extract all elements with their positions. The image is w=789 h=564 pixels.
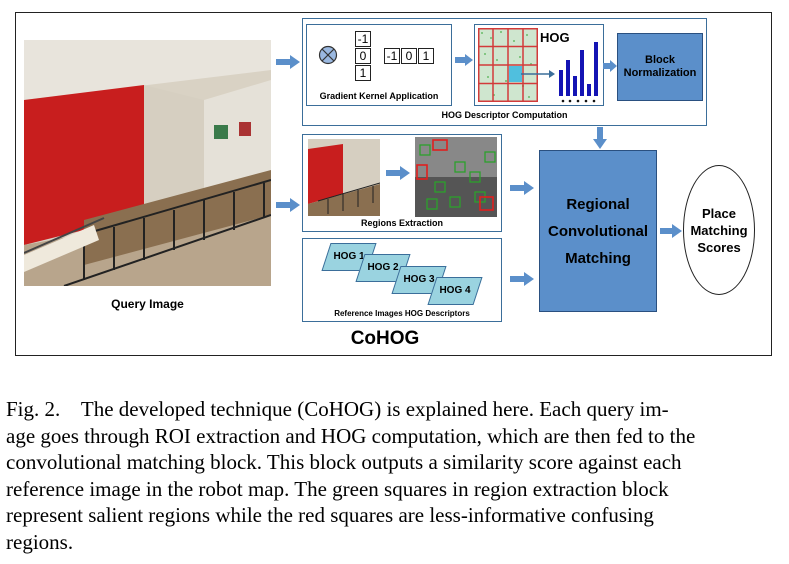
hog-histogram [557, 40, 601, 109]
regional-convolutional-matching-label: Regional Convolutional Matching [548, 195, 648, 267]
kernel-vertical-cell: 1 [355, 65, 371, 81]
regions-extracted-image [415, 137, 497, 222]
arrow-regions-to-matching [510, 181, 534, 195]
arrow-hog-to-normalization [603, 60, 617, 72]
kernel-vertical-cell: -1 [355, 31, 371, 47]
reference-hog-item: HOG 4 [427, 277, 483, 305]
block-normalization: Block Normalization [617, 33, 703, 101]
arrow-thumb-to-regions [386, 166, 410, 180]
hog-descriptor-label: HOG Descriptor Computation [441, 110, 568, 120]
diagram-title: CoHOG [350, 328, 420, 349]
caption-line: convolutional matching block. This block… [6, 450, 682, 474]
place-matching-scores-label: Place Matching Scores [690, 205, 748, 255]
hog-label: HOG [540, 30, 570, 45]
kernel-vertical-cell: 0 [355, 48, 371, 64]
diagram-frame [15, 12, 772, 356]
hog-grid-image [478, 28, 538, 107]
caption-line: represent salient regions while the red … [6, 503, 654, 527]
regions-extraction-label: Regions Extraction [360, 218, 443, 228]
gradient-kernel-box [306, 24, 452, 106]
arrow-references-to-matching [510, 272, 534, 286]
arrow-to-hog [276, 55, 300, 69]
place-matching-scores: Place Matching Scores [683, 165, 755, 295]
caption-line: regions. [6, 529, 74, 554]
reference-descriptors-label: Reference Images HOG Descriptors [334, 309, 470, 318]
caption-line: reference image in the robot map. The gr… [6, 476, 669, 501]
block-normalization-label: Block Normalization [623, 54, 697, 79]
kernel-horizontal-cell: -1 [384, 48, 400, 64]
arrow-normalization-down [593, 127, 607, 149]
kernel-horizontal-cell: 1 [418, 48, 434, 64]
arrow-to-regions [276, 198, 300, 212]
kernel-horizontal-cell: 0 [401, 48, 417, 64]
arrow-cell-to-histogram [521, 70, 555, 78]
arrow-matching-to-scores [660, 224, 682, 238]
gradient-kernel-label: Gradient Kernel Application [319, 91, 439, 101]
query-image-label: Query Image [111, 297, 184, 311]
regional-convolutional-matching: Regional Convolutional Matching [539, 150, 657, 312]
caption-line: age goes through ROI extraction and HOG … [6, 423, 696, 448]
regions-input-thumbnail [308, 139, 381, 221]
caption-line: Fig. 2. The developed technique (CoHOG) … [6, 397, 669, 421]
arrow-kernel-to-hog [455, 54, 473, 66]
query-image [24, 40, 271, 286]
convolution-icon [318, 45, 338, 70]
figure-caption: Fig. 2. The developed technique (CoHOG) … [6, 396, 778, 555]
